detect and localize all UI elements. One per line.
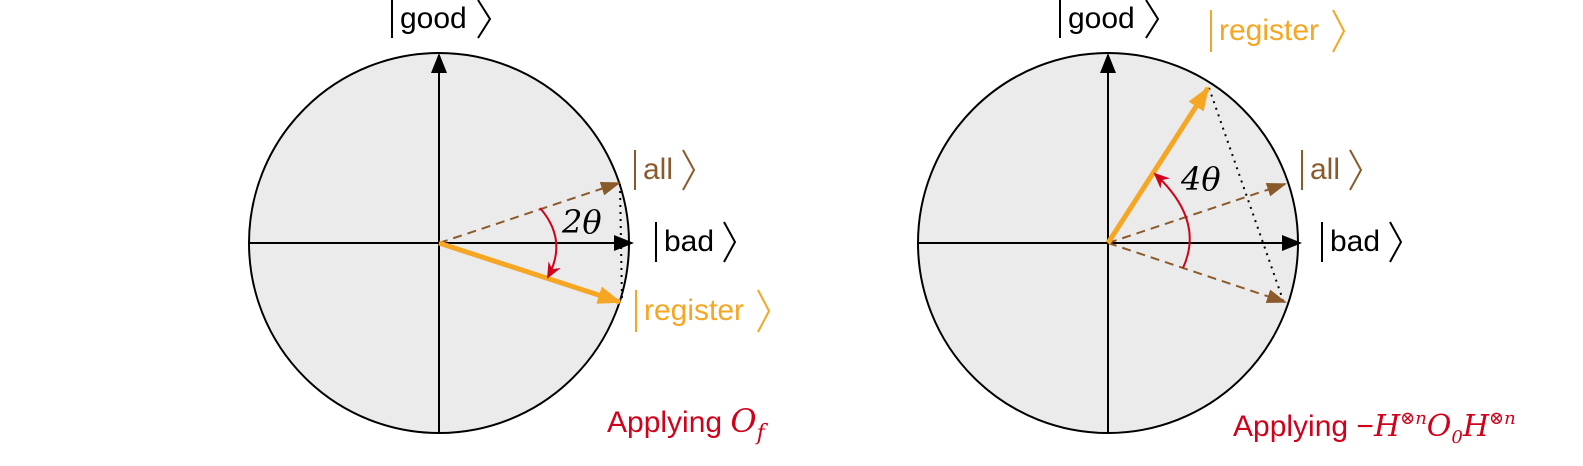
left-angle-arc — [539, 207, 561, 279]
left-ket-bad: bad — [655, 221, 737, 263]
svg-text:register: register — [644, 294, 744, 327]
left-all-vector — [438, 182, 621, 244]
left-dotted-chord — [619, 183, 623, 303]
right-ket-register: register — [1210, 9, 1346, 53]
right-ket-bad: bad — [1321, 221, 1403, 263]
right-all-vector — [1107, 183, 1287, 244]
svg-text:bad: bad — [664, 225, 714, 258]
right-angle-label: 4θ — [1180, 160, 1221, 198]
left-panel: 2θ good bad all register Applying Of — [248, 0, 771, 446]
svg-text:good: good — [400, 2, 467, 35]
right-panel: 4θ good register all bad Applying −H⊗nO0… — [917, 0, 1516, 448]
right-ket-good: good — [1059, 0, 1160, 39]
svg-text:all: all — [643, 153, 673, 186]
right-dotted-chord — [1208, 87, 1284, 301]
left-ket-all: all — [634, 149, 696, 191]
svg-text:good: good — [1068, 2, 1135, 35]
left-ket-good: good — [391, 0, 492, 39]
right-reflected-vector — [1107, 242, 1287, 303]
left-ket-register: register — [635, 289, 771, 333]
left-angle-label: 2θ — [561, 203, 602, 241]
right-angle-arc — [1153, 172, 1191, 269]
right-caption: Applying −H⊗nO0H⊗n — [1233, 408, 1516, 448]
right-ket-all: all — [1301, 149, 1363, 191]
svg-text:all: all — [1310, 153, 1340, 186]
svg-text:register: register — [1219, 14, 1319, 47]
svg-text:bad: bad — [1330, 225, 1380, 258]
left-register-vector — [438, 240, 622, 305]
left-caption: Applying Of — [607, 402, 769, 446]
right-register-vector — [1105, 86, 1211, 245]
